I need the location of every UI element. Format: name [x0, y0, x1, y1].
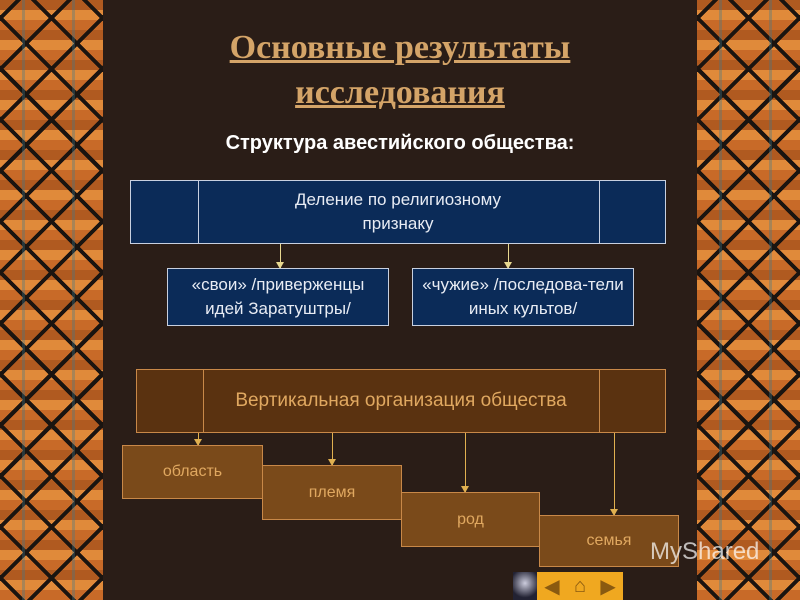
arrow: [504, 244, 512, 269]
slide-title-line2: исследования: [295, 74, 505, 111]
foreign-group-box: «чужие» /последова-тели иных культов/: [412, 268, 634, 326]
level-family: семья: [539, 515, 679, 567]
divider: [203, 370, 204, 432]
arrow: [328, 433, 336, 466]
ornament-border-left: [0, 0, 103, 600]
prev-slide-icon[interactable]: ◀: [544, 575, 560, 598]
level-tribe: племя: [262, 465, 402, 520]
arrow: [610, 433, 618, 516]
slide-nav-bar: ◀ ⌂ ▶: [513, 572, 623, 600]
arrow: [276, 244, 284, 269]
religious-division-box: Деление по религиозному признаку: [130, 180, 666, 244]
divider: [599, 370, 600, 432]
level-clan: род: [401, 492, 540, 547]
own-group-box: «свои» /приверженцы идей Заратуштры/: [167, 268, 389, 326]
portrait-thumbnail: [513, 572, 537, 600]
ornament-border-right: [697, 0, 800, 600]
divider: [599, 181, 600, 243]
slide-subtitle: Структура авестийского общества:: [225, 132, 575, 154]
vertical-organization-box: Вертикальная организация общества: [136, 369, 666, 433]
next-slide-icon[interactable]: ▶: [600, 575, 616, 598]
divider: [198, 181, 199, 243]
watermark: MyShared: [650, 538, 760, 565]
arrow: [461, 433, 469, 493]
vertical-organization-label: Вертикальная организация общества: [235, 390, 567, 411]
religious-division-label: Деление по религиозному признаку: [295, 190, 501, 233]
level-region: область: [122, 445, 263, 499]
arrow: [194, 433, 202, 446]
slide-title-line1: Основные результаты: [229, 29, 571, 66]
home-icon[interactable]: ⌂: [573, 574, 587, 597]
